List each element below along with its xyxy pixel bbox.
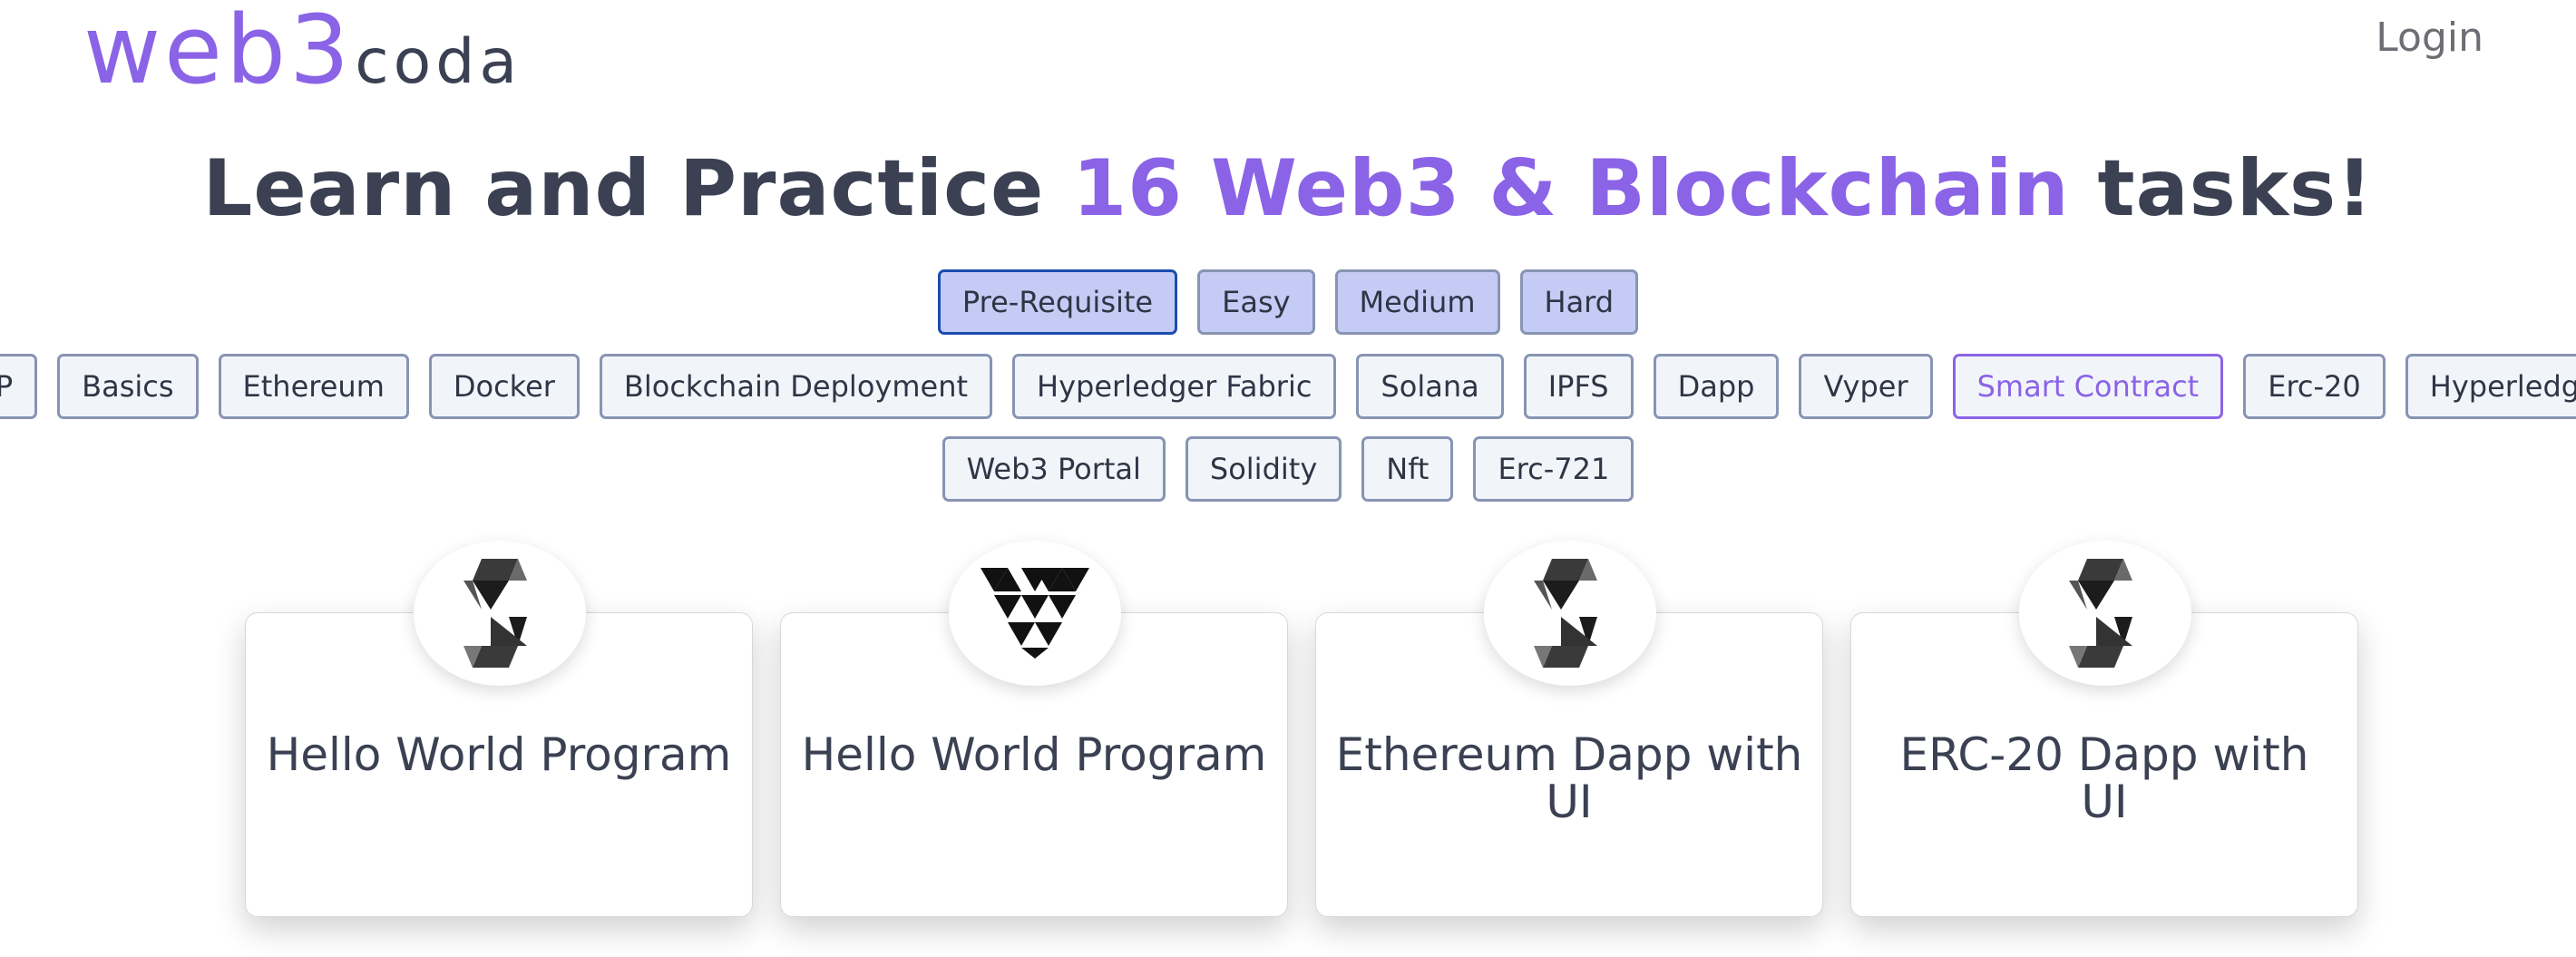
tag-chip-basics[interactable]: Basics [57,354,199,419]
page-title: Learn and Practice 16 Web3 & Blockchain … [0,136,2576,241]
task-card[interactable]: Hello World Program [780,541,1288,917]
solidity-icon [2019,541,2191,686]
tag-filter-row-1: ICP Basics Ethereum Docker Blockchain Deploy… [0,354,2576,419]
logo-main-text: web3 [83,0,354,105]
task-card-title: ERC-20 Dapp with UI [1899,728,2309,828]
tag-chip-ipfs[interactable]: IPFS [1523,354,1634,419]
tag-chip-docker[interactable]: Docker [428,354,580,419]
tag-chip-dapp[interactable]: Dapp [1653,354,1780,419]
tag-chip-hyperledger-fabric[interactable]: Hyperledger Fabric [1012,354,1337,419]
brand-logo[interactable]: web3 coda [83,0,522,100]
task-card-title: Hello World Program [801,728,1267,781]
task-card[interactable]: Hello World Program [245,541,753,917]
tag-chip-erc-721[interactable]: Erc-721 [1473,436,1634,502]
tag-filter-row-2: Web3 Portal Solidity Nft Erc-721 [0,436,2576,502]
tag-chip-erc-20[interactable]: Erc-20 [2243,354,2386,419]
tag-chip-solana[interactable]: Solana [1356,354,1504,419]
login-link[interactable]: Login [2376,15,2483,61]
task-card[interactable]: ERC-20 Dapp with UI [1850,541,2358,917]
tag-chip-solidity[interactable]: Solidity [1185,436,1342,502]
tag-chip-nft[interactable]: Nft [1361,436,1454,502]
solidity-icon [414,541,586,686]
title-prefix: Learn and Practice [202,143,1073,234]
tag-chip-smart-contract[interactable]: Smart Contract [1952,354,2224,419]
level-chip-pre-requisite[interactable]: Pre-Requisite [937,269,1178,335]
task-card-title: Hello World Program [266,728,732,781]
level-chip-medium[interactable]: Medium [1334,269,1500,335]
tag-chip-blockchain-deployment[interactable]: Blockchain Deployment [599,354,993,419]
level-chip-hard[interactable]: Hard [1519,269,1639,335]
solidity-icon [1484,541,1656,686]
tag-chip-hyperledger[interactable]: Hyperledger [2405,354,2576,419]
title-suffix: tasks! [2069,143,2374,234]
level-chip-easy[interactable]: Easy [1197,269,1315,335]
title-accent: 16 Web3 & Blockchain [1072,143,2070,234]
tag-chip-icp[interactable]: ICP [0,354,38,419]
tag-chip-vyper[interactable]: Vyper [1799,354,1933,419]
vyper-icon [949,541,1121,686]
task-card[interactable]: Ethereum Dapp with UI [1315,541,1823,917]
difficulty-filter: Pre-Requisite Easy Medium Hard [0,269,2576,335]
logo-sub-text: coda [355,26,522,98]
task-card-title: Ethereum Dapp with UI [1335,728,1803,828]
tag-chip-ethereum[interactable]: Ethereum [218,354,409,419]
task-card-grid: Hello World Program Hello World Program Et… [245,540,2358,957]
tag-chip-web3-portal[interactable]: Web3 Portal [942,436,1166,502]
navbar: web3 coda Login [0,0,2576,109]
